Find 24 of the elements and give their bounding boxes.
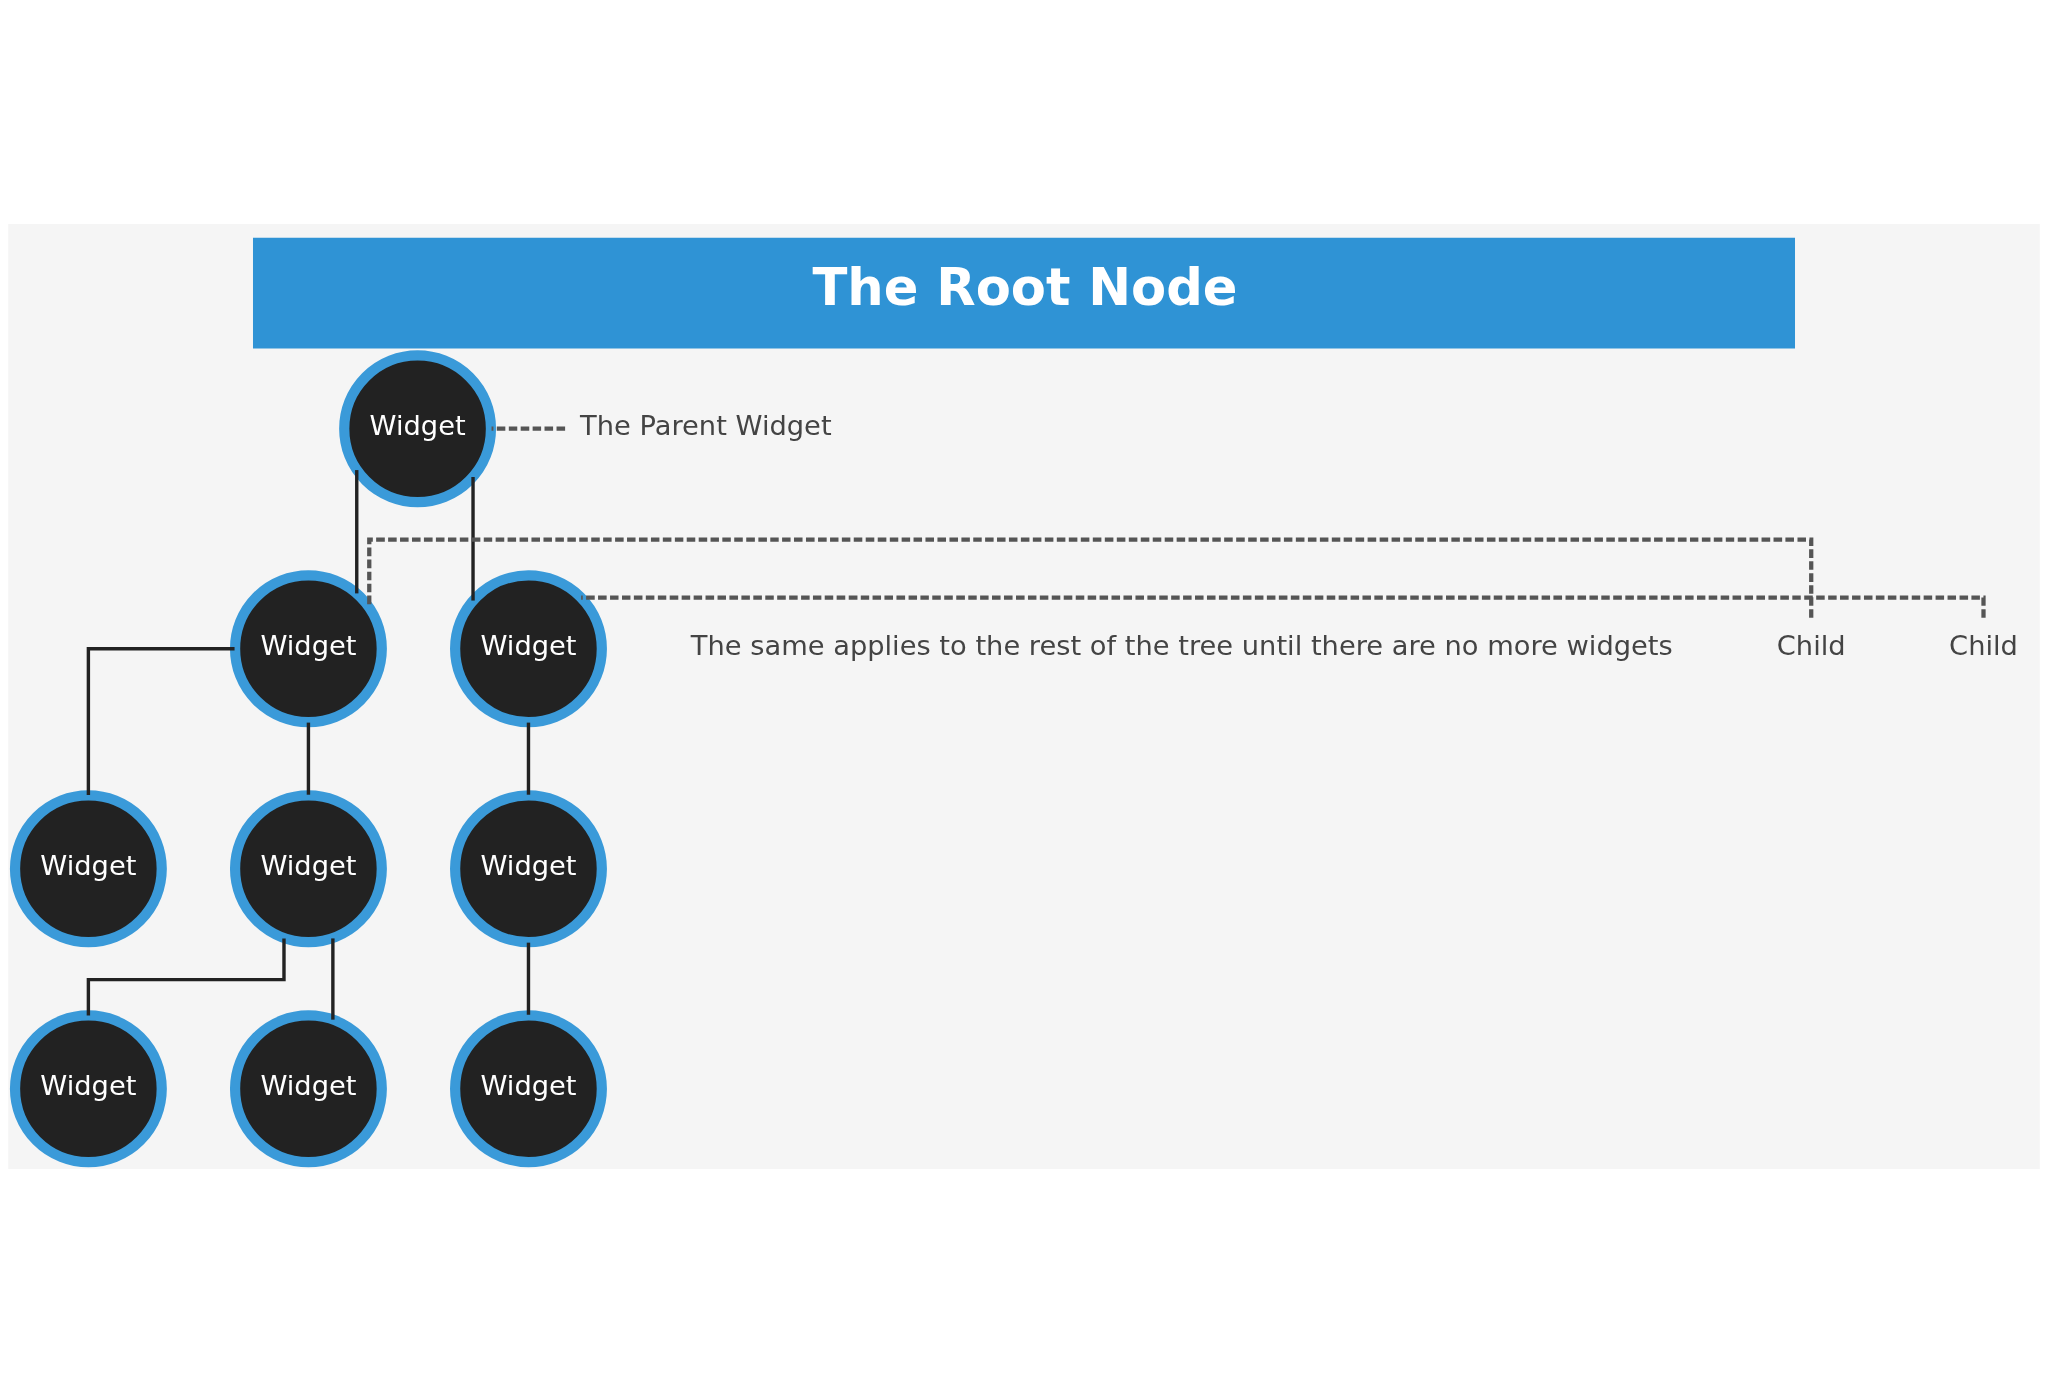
connector [331, 938, 335, 1020]
node-circle: Widget [450, 570, 607, 728]
node-text: The Parent Widget [580, 410, 832, 442]
node-text: Child [1776, 630, 1846, 662]
node-circle: Widget [229, 790, 387, 948]
node-circle: Widget [339, 350, 497, 508]
connector [526, 942, 531, 1015]
node-circle: Widget [450, 1010, 607, 1168]
connector [86, 938, 286, 1016]
node-circle: Widget [229, 570, 387, 728]
diagram-title: The Root Node [812, 258, 1238, 318]
node-text: Child [1949, 630, 2018, 662]
connector [491, 426, 566, 431]
node-circle: Widget [9, 1010, 167, 1168]
connector [471, 477, 475, 601]
node-circle: Widget [450, 790, 607, 948]
node-circle: Widget [9, 790, 167, 948]
label: The same applies to the rest of the tree until there are no more widgets [690, 630, 1673, 662]
connector [367, 537, 1814, 618]
connector [355, 470, 359, 594]
node-circle: Widget [229, 1010, 387, 1168]
connector [306, 722, 311, 795]
connector [526, 722, 531, 795]
connector [86, 647, 235, 795]
